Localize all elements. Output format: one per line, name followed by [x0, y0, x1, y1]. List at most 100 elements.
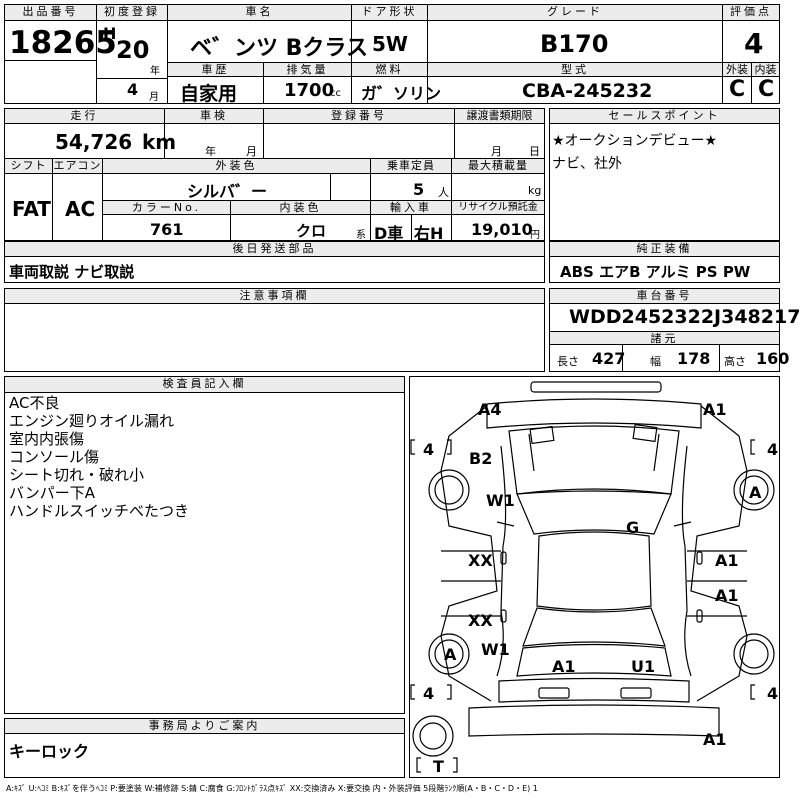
inspection-label: 車検: [165, 109, 263, 124]
equipment-label: 純正装備: [550, 242, 779, 257]
ac-label: エアコン: [53, 159, 102, 174]
mileage: 54,726: [55, 130, 133, 154]
damage-diagram: [409, 376, 780, 778]
parts-text: 車両取説 ナビ取説: [9, 263, 135, 281]
ac: AC: [65, 197, 96, 221]
sales-line-2: ナビ、社外: [552, 156, 622, 172]
recycle-unit: 円: [530, 230, 540, 241]
office-text: キーロック: [9, 742, 90, 761]
exterior-score: C: [729, 77, 746, 102]
interior-score: C: [758, 77, 775, 102]
damage-mark: W1: [481, 640, 510, 659]
lot-no: 18265: [9, 25, 117, 61]
damage-mark: A: [749, 483, 762, 502]
fuel: ガ゛ソリン: [361, 84, 442, 103]
mileage-label: 走行: [5, 109, 164, 124]
transfer-day: 日: [529, 145, 540, 158]
model: CBA-245232: [522, 80, 653, 102]
car-outline-diagram: [410, 381, 775, 773]
displacement-label: 排気量: [264, 63, 351, 77]
era: H: [103, 24, 117, 43]
color: シルバ゛ー: [187, 182, 268, 201]
lot-no-label: 出品番号: [5, 5, 96, 21]
vin: WDD2452322J348217: [569, 306, 800, 328]
inspector-block: [4, 376, 405, 714]
load-label: 最大積載量: [452, 159, 544, 174]
recycle: 19,010: [471, 220, 533, 239]
import-drive: D車: [374, 224, 404, 243]
fuel-label: 燃料: [352, 63, 427, 77]
notes-label: 注意事項欄: [5, 289, 544, 304]
damage-mark: W1: [486, 491, 515, 510]
damage-mark: XX: [468, 611, 493, 630]
spare-tyre-label: T: [433, 757, 444, 776]
tyre-depth-rr: 4: [767, 684, 779, 703]
int-color: クロ: [296, 222, 327, 240]
width-label: 幅: [650, 355, 661, 368]
inspector-label: 検査員記入欄: [5, 377, 404, 393]
equipment-text: ABS エアB アルミ PS PW: [560, 263, 751, 281]
inspector-line: 室内内張傷: [9, 430, 85, 448]
tyre-depth-fl: 4: [423, 440, 435, 459]
damage-mark: XX: [468, 551, 493, 570]
history-label: 車歴: [168, 63, 263, 77]
displacement: 1700: [284, 80, 335, 101]
exterior-label: 外装: [723, 63, 751, 77]
damage-mark: A4: [478, 400, 502, 419]
damage-mark: A1: [715, 586, 739, 605]
int-color-label: 内装色: [231, 201, 370, 215]
damage-mark: B2: [469, 449, 493, 468]
import-handle: 右H: [414, 224, 444, 243]
capacity: 5: [413, 180, 425, 199]
length: 427: [592, 349, 626, 368]
capacity-unit: 人: [438, 186, 449, 199]
sales-point-block: [549, 108, 780, 241]
damage-mark: A: [444, 645, 457, 664]
model-label: 型式: [428, 63, 722, 77]
damage-mark: U1: [631, 657, 656, 676]
color-no: 761: [150, 220, 184, 239]
inspector-line: エンジン廻りオイル漏れ: [9, 412, 175, 430]
history: 自家用: [180, 83, 238, 105]
car-name: ベ゛ンツ Bクラス: [190, 36, 368, 61]
tyre-depth-fr: 4: [767, 440, 779, 459]
damage-mark: A1: [552, 657, 576, 676]
color-label: 外装色: [103, 159, 370, 174]
shift-label: シフト: [5, 159, 52, 174]
inspector-line: コンソール傷: [9, 448, 100, 466]
vehicle-info-block: [4, 108, 545, 241]
grade: B170: [540, 30, 609, 58]
transfer-month: 月: [491, 145, 502, 158]
inspector-notes: AC不良 エンジン廻りオイル漏れ 室内内張傷 コンソール傷 シート切れ・破れ小 …: [9, 394, 189, 520]
damage-mark: A1: [703, 400, 727, 419]
shift: FAT: [12, 197, 51, 221]
score: 4: [744, 27, 764, 60]
damage-mark: G: [626, 518, 640, 537]
door-label: ドア形状: [352, 5, 427, 21]
parts-label: 後日発送部品: [5, 242, 544, 257]
displacement-unit: cc: [330, 88, 341, 99]
inspector-line: シート切れ・破れ小: [9, 466, 145, 484]
reg-year: 20: [116, 36, 150, 64]
capacity-label: 乗車定員: [371, 159, 451, 174]
dims-label: 諸元: [550, 331, 779, 345]
sales-line-1: ★オークションデビュー★: [552, 133, 718, 149]
recycle-label: リサイクル預託金: [452, 201, 544, 215]
import-label: 輸入車: [371, 201, 451, 215]
grade-label: グレード: [428, 5, 722, 21]
car-name-label: 車名: [168, 5, 351, 21]
damage-mark: A1: [715, 551, 739, 570]
height-label: 高さ: [724, 355, 746, 368]
legend: A:ｷｽﾞ U:ﾍｺﾐ B:ｷｽﾞを伴うﾍｺﾐ P:要塗装 W:補修跡 S:錆 …: [6, 784, 538, 793]
inspector-line: ハンドルスイッチべたつき: [9, 502, 190, 520]
first-reg-label: 初度登録: [97, 5, 167, 21]
year-unit: 年: [150, 66, 160, 77]
int-color-unit: 系: [356, 230, 366, 241]
mileage-unit: km: [142, 130, 177, 154]
inspection-month: 月: [246, 145, 257, 158]
reg-month: 4: [127, 80, 139, 99]
width: 178: [677, 349, 711, 368]
length-label: 長さ: [557, 355, 579, 368]
inspection-year: 年: [205, 145, 216, 158]
interior-label: 内装: [752, 63, 779, 77]
